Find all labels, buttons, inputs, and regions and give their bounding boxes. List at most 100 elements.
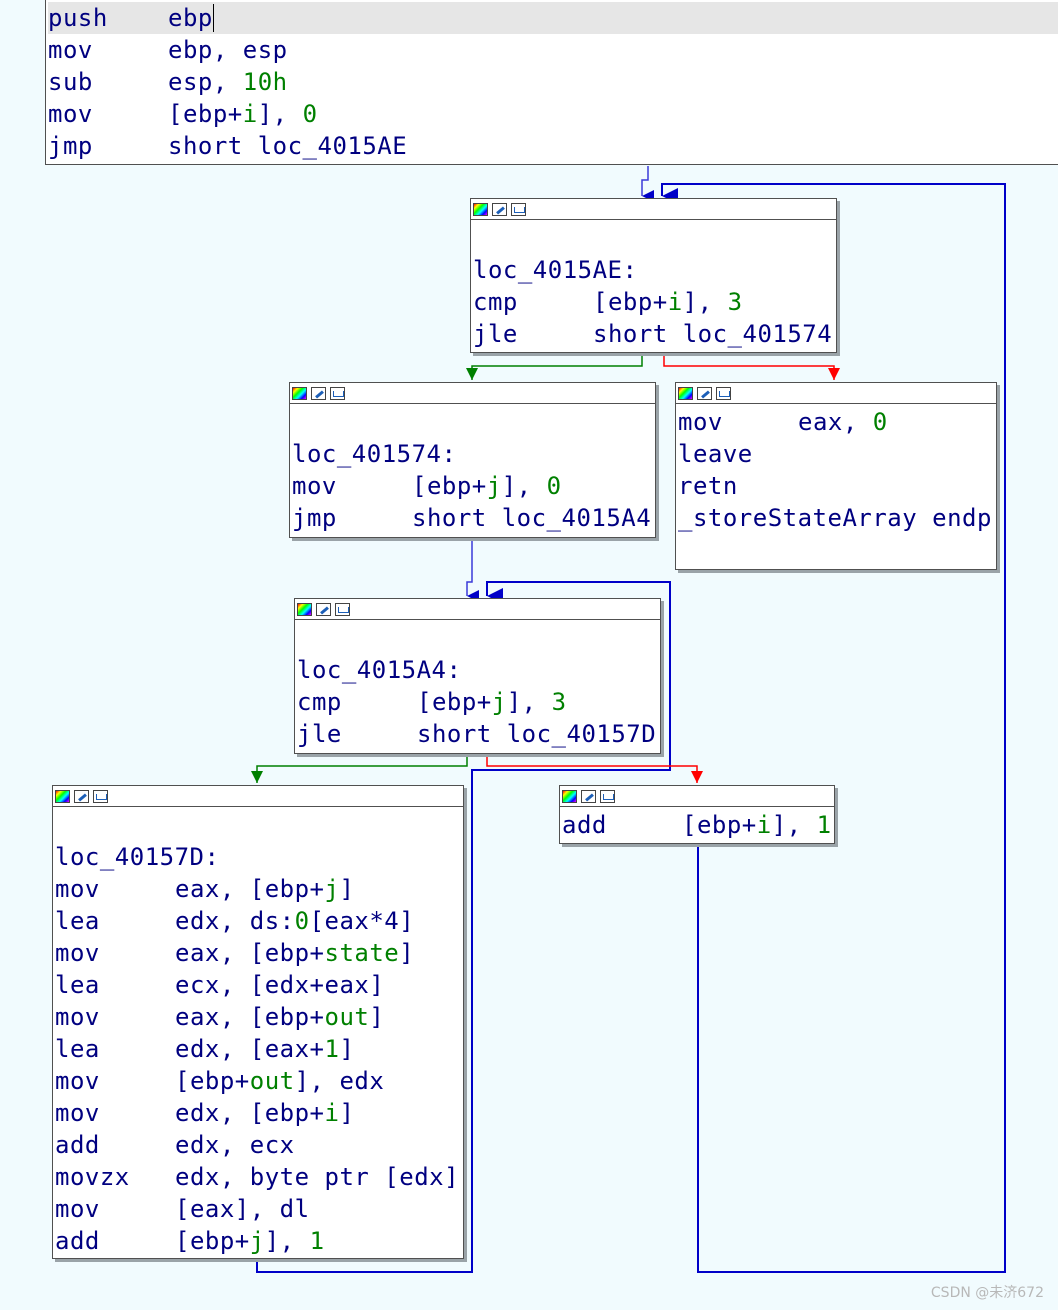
operand-token: eax, [ebp+ [175, 1003, 325, 1031]
operand-token: edx, ds: [175, 907, 295, 935]
label-line[interactable]: loc_40157D: [55, 841, 463, 873]
operand-token: ], [264, 1227, 310, 1255]
operand-token: ] [339, 1099, 355, 1127]
operand-token: [ebp+ [175, 1227, 250, 1255]
block-titlebar [676, 383, 996, 404]
label-line[interactable]: loc_4015A4: [297, 654, 660, 686]
mnemonic: mov [55, 875, 100, 903]
operand-token: [ebp+ [168, 100, 243, 128]
mnemonic: mov [55, 1195, 100, 1223]
block-titlebar [560, 786, 834, 807]
operand-token: edx, byte ptr [edx] [175, 1163, 460, 1191]
instruction-line[interactable]: lea ecx, [edx+eax] [55, 969, 463, 1001]
mnemonic: lea [55, 971, 100, 999]
color-icon[interactable] [678, 386, 693, 400]
instruction-line[interactable]: add[ebp+j], 1 [55, 1225, 463, 1257]
operand-token: j [486, 472, 502, 500]
label-line[interactable]: loc_401574: [292, 438, 655, 470]
edit-icon[interactable] [311, 386, 326, 400]
label-line[interactable]: _storeStateArray endp [678, 502, 996, 534]
edge-loop-outer-back [661, 183, 1006, 1273]
mnemonic: add [55, 1131, 100, 1159]
edge-true-to-loc_40157D [251, 753, 468, 783]
instruction-line[interactable]: retn [678, 470, 996, 502]
edit-icon[interactable] [316, 602, 331, 616]
mnemonic: retn [678, 472, 738, 500]
label-line[interactable]: loc_4015AE: [473, 254, 836, 286]
edit-icon[interactable] [581, 789, 596, 803]
graph-icon[interactable] [511, 202, 526, 216]
instruction-line[interactable]: mov[ebp+out], edx [55, 1065, 463, 1097]
operand-token: ecx, [edx+eax] [175, 971, 385, 999]
mnemonic: add [562, 811, 607, 839]
label-text: loc_40157D: [55, 843, 220, 871]
operand-token: 1 [309, 1227, 325, 1255]
instruction-line[interactable]: cmp[ebp+j], 3 [297, 686, 660, 718]
operand-token: ] [399, 939, 415, 967]
operand-token: edx, ecx [175, 1131, 295, 1159]
instruction-line[interactable]: add edx, ecx [55, 1129, 463, 1161]
operand-token: edx, [eax+ [175, 1035, 325, 1063]
operand-token: ], [257, 100, 303, 128]
instruction-line[interactable]: mov[ebp+j], 0 [292, 470, 655, 502]
graph-icon[interactable] [600, 789, 615, 803]
graph-icon[interactable] [330, 386, 345, 400]
mnemonic: cmp [297, 688, 342, 716]
instruction-line[interactable]: cmp[ebp+i], 3 [473, 286, 836, 318]
block-inc_i[interactable]: add[ebp+i], 1 [559, 785, 835, 844]
color-icon[interactable] [292, 386, 307, 400]
blank-line [297, 622, 660, 654]
mnemonic: cmp [473, 288, 518, 316]
operand-token: i [324, 1099, 340, 1127]
graph-icon[interactable] [93, 789, 108, 803]
operand-token: out [249, 1067, 295, 1095]
edit-icon[interactable] [74, 789, 89, 803]
operand-token: ebp, esp [168, 36, 288, 64]
color-icon[interactable] [562, 789, 577, 803]
instruction-line[interactable]: mov[ebp+i], 0 [48, 98, 1058, 130]
instruction-line[interactable]: leave [678, 438, 996, 470]
operand-token: i [667, 288, 683, 316]
operand-token: ] [369, 1003, 385, 1031]
instruction-line[interactable]: add[ebp+i], 1 [562, 809, 834, 841]
operand-token: edx, [ebp+ [175, 1099, 325, 1127]
operand-token: j [249, 1227, 265, 1255]
instruction-line[interactable]: mov[eax], dl [55, 1193, 463, 1225]
graph-icon[interactable] [335, 602, 350, 616]
operand-token: 3 [727, 288, 743, 316]
mnemonic: mov [55, 1003, 100, 1031]
color-icon[interactable] [297, 602, 312, 616]
color-icon[interactable] [473, 202, 488, 216]
edit-icon[interactable] [492, 202, 507, 216]
mnemonic: jmp [292, 504, 337, 532]
color-icon[interactable] [55, 789, 70, 803]
label-text: loc_4015A4: [297, 656, 462, 684]
operand-token: i [756, 811, 772, 839]
edit-icon[interactable] [697, 386, 712, 400]
graph-icon[interactable] [716, 386, 731, 400]
